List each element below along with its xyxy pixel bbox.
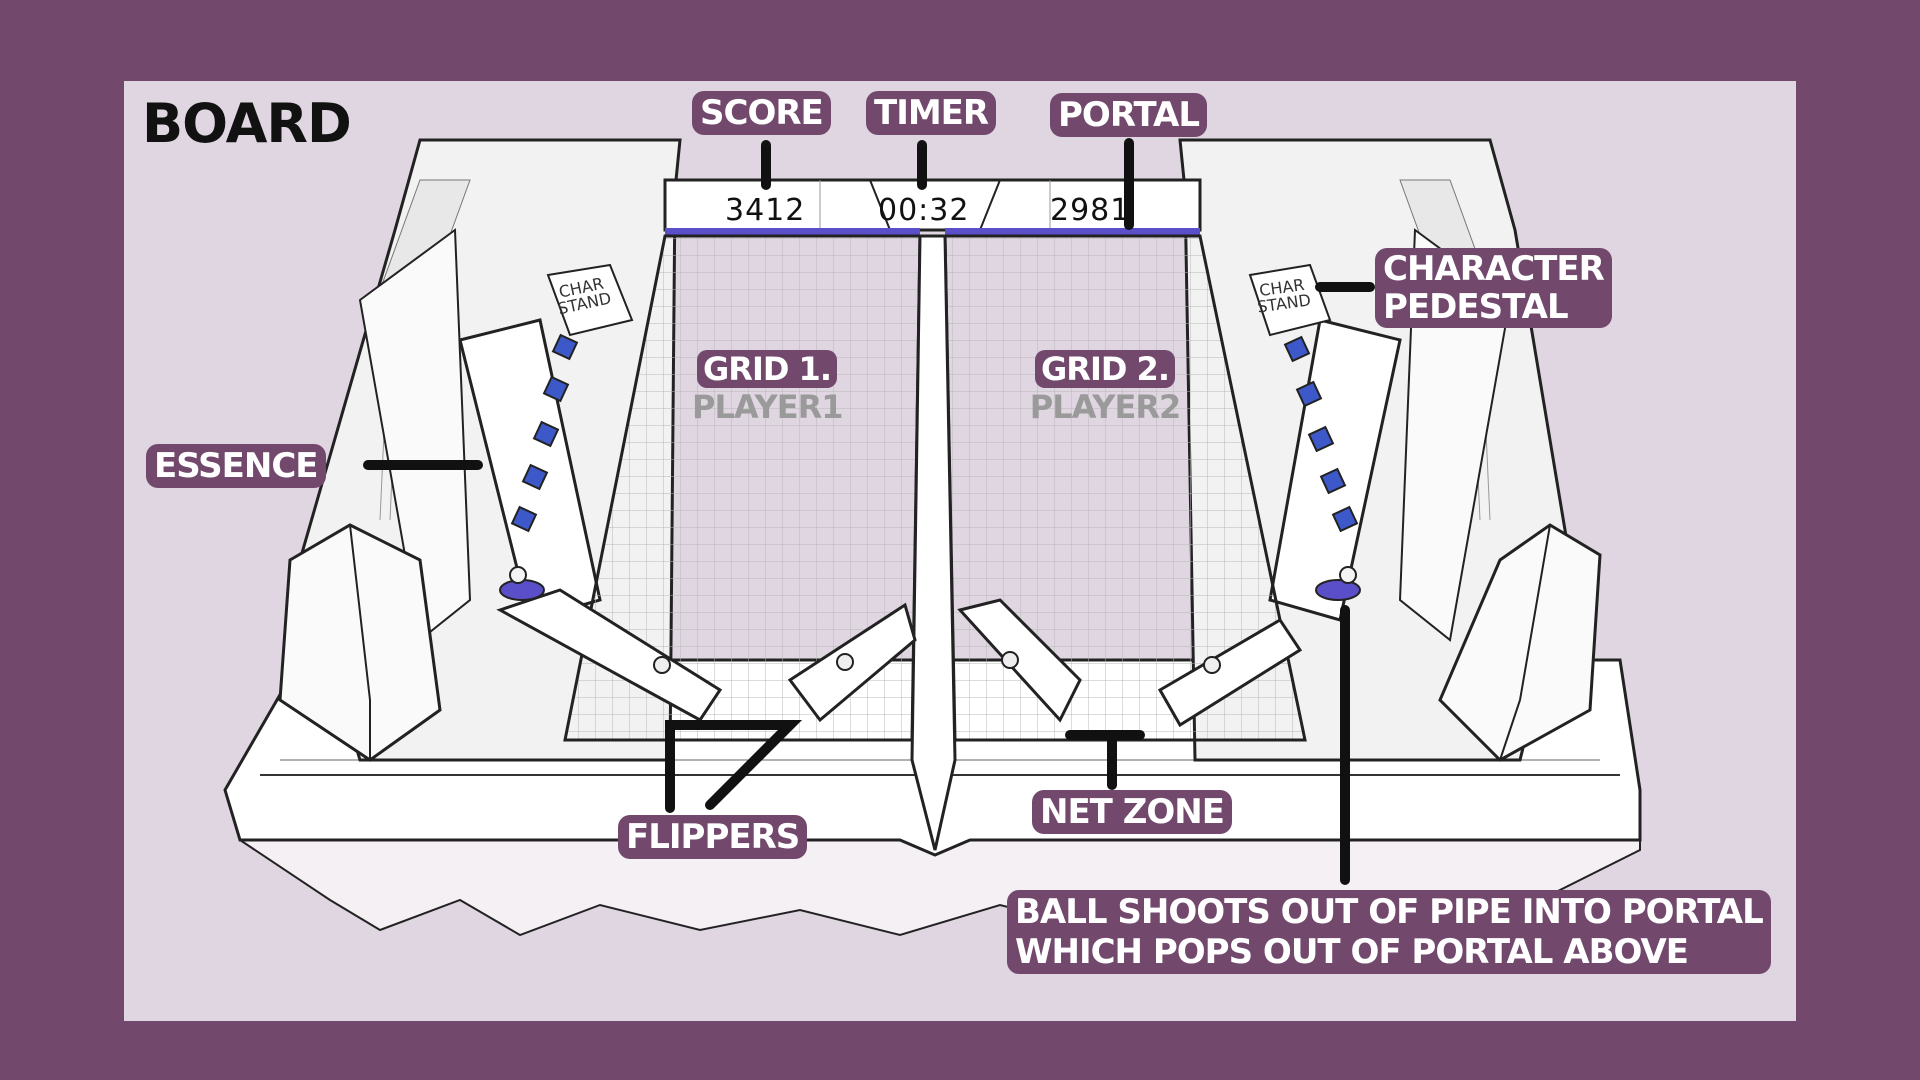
score-left: 3412	[725, 193, 806, 228]
callout-essence: ESSENCE	[146, 444, 326, 488]
char-stand-right-label: CHAR STAND	[1254, 275, 1312, 317]
center-divider	[910, 234, 957, 851]
callout-score: SCORE	[692, 91, 831, 135]
callout-flippers: FLIPPERS	[618, 815, 808, 859]
callout-timer: TIMER	[866, 91, 997, 135]
essence-gems-left	[510, 333, 579, 533]
score-right: 2981	[1050, 193, 1131, 228]
grid-1-title: GRID 1.	[697, 350, 837, 388]
grid-2-player: PLAYER2	[1029, 388, 1181, 426]
callout-ball-line1: BALL SHOOTS OUT OF PIPE INTO PORTAL	[1015, 892, 1764, 932]
essence-gems-right	[1283, 335, 1359, 533]
callout-character-line1: CHARACTER	[1383, 249, 1605, 289]
callout-character-pedestal: CHARACTER PEDESTAL	[1375, 248, 1612, 328]
flipper-right-inner	[957, 598, 1082, 723]
grid-1-label: GRID 1. PLAYER1	[692, 350, 843, 426]
grid-2-label: GRID 2. PLAYER2	[1025, 350, 1185, 426]
char-stand-right	[1248, 263, 1332, 337]
flipper-right-outer	[1157, 617, 1303, 728]
portal-bar-right	[945, 228, 1200, 236]
callout-portal: PORTAL	[1050, 93, 1208, 137]
callout-ball-portal: BALL SHOOTS OUT OF PIPE INTO PORTAL WHIC…	[1007, 890, 1771, 974]
grid-1-player: PLAYER1	[692, 388, 843, 426]
timer-value: 00:32	[878, 193, 970, 228]
ball-portal-right	[1315, 579, 1361, 601]
grid-2-title: GRID 2.	[1035, 350, 1175, 388]
board-title: BOARD	[142, 92, 352, 155]
char-stand-left	[546, 263, 634, 337]
callout-net-zone: NET ZONE	[1032, 790, 1232, 834]
callout-ball-line2: WHICH POPS OUT OF PORTAL ABOVE	[1015, 932, 1689, 972]
portal-bar-left	[665, 228, 920, 236]
callout-pedestal-line2: PEDESTAL	[1383, 287, 1569, 327]
